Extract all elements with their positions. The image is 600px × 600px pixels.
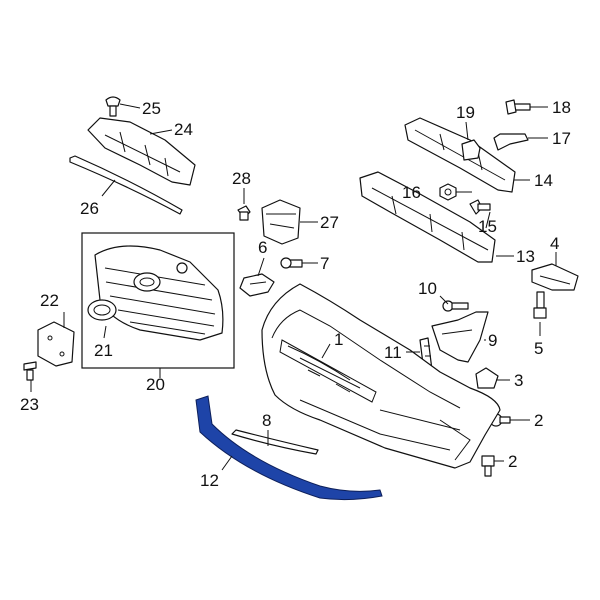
callout-17: 17: [552, 129, 571, 148]
callout-9: 9: [488, 331, 497, 350]
callout-26: 26: [80, 199, 99, 218]
callout-19: 19: [456, 103, 475, 122]
clip-3: [475, 367, 499, 389]
callout-10: 10: [418, 279, 437, 298]
bolt-10: [442, 300, 469, 312]
screw-23: [23, 361, 37, 381]
bumper-cover: [261, 283, 501, 469]
grille: [94, 245, 224, 341]
callout-23: 23: [20, 395, 39, 414]
grille-assembly-box: [81, 232, 235, 369]
push-clip: [105, 96, 121, 117]
lower-lip-spoiler: [195, 395, 383, 501]
callout-21: 21: [94, 341, 113, 360]
emblem: [87, 299, 117, 321]
callout-16: 16: [402, 183, 421, 202]
energy-absorber: [359, 171, 496, 263]
callout-15: 15: [478, 217, 497, 236]
license-bracket: [37, 321, 75, 367]
mounting-bracket-27: [261, 199, 301, 245]
leader-lines: [30, 103, 557, 471]
grille-molding-strip: [69, 155, 183, 215]
callout-2-lower: 2: [508, 452, 517, 471]
tow-hook-cover: [531, 263, 579, 291]
callout-24: 24: [174, 120, 193, 139]
bolt-18: [505, 99, 531, 115]
callout-22: 22: [40, 291, 59, 310]
callout-5: 5: [534, 339, 543, 358]
callout-6: 6: [258, 238, 267, 257]
callout-8: 8: [262, 411, 271, 430]
callout-25: 25: [142, 99, 161, 118]
screw-2-lower: [481, 455, 495, 477]
nut-16: [439, 183, 457, 201]
callout-20: 20: [146, 375, 165, 394]
callout-11: 11: [384, 343, 402, 362]
callout-27: 27: [320, 213, 339, 232]
callout-12: 12: [200, 471, 219, 490]
bracket-17: [493, 133, 529, 151]
grille-upper-bracket: [87, 117, 196, 186]
bracket-6: [239, 273, 275, 297]
bolt-5: [533, 291, 547, 319]
callout-7: 7: [320, 254, 329, 273]
callout-18: 18: [552, 98, 571, 117]
impact-bar: [404, 117, 516, 193]
callout-13: 13: [516, 247, 535, 266]
callout-4: 4: [550, 234, 559, 253]
callout-3: 3: [514, 371, 523, 390]
callout-2-upper: 2: [534, 411, 543, 430]
bolt-28: [237, 205, 251, 221]
side-bracket-9: [431, 311, 489, 363]
screw-7: [280, 257, 303, 269]
lower-molding-8: [231, 429, 319, 455]
callout-28: 28: [232, 169, 251, 188]
callout-14: 14: [534, 171, 553, 190]
bolt-15: [469, 199, 491, 215]
callout-1: 1: [334, 330, 343, 349]
bracket-19: [461, 139, 481, 161]
